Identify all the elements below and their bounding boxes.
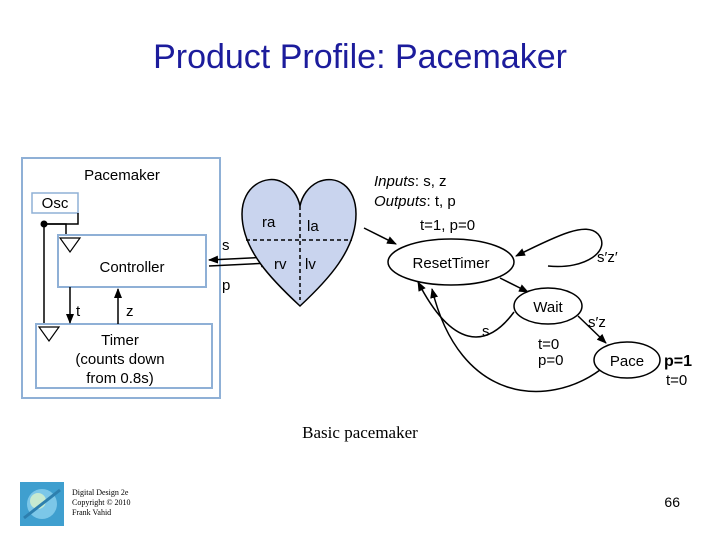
reset-self-loop-label: s′z′	[597, 249, 618, 266]
heart-lv-label: lv	[305, 256, 316, 273]
fsm-initial-actions: t=1, p=0	[420, 217, 475, 234]
book-logo-icon	[20, 482, 64, 526]
wait-to-pace-label: s′z	[588, 314, 606, 331]
controller-clock-triangle	[58, 237, 82, 254]
timer-label-line2: (counts down	[75, 351, 164, 368]
timer-clock-triangle	[37, 326, 61, 343]
p-signal-label: p	[222, 277, 230, 294]
z-signal-label: z	[126, 303, 134, 320]
osc-label: Osc	[42, 195, 69, 212]
wait-action-p: p=0	[538, 352, 563, 369]
state-reset-timer-label: ResetTimer	[413, 255, 490, 272]
heart-la-label: la	[307, 218, 319, 235]
state-pace-label: Pace	[610, 353, 644, 370]
wait-to-pace-arrow	[577, 315, 607, 344]
controller-clock-line	[44, 223, 67, 235]
t-signal-label: t	[76, 303, 81, 320]
fsm-initial-arrow	[363, 227, 397, 245]
controller-box	[57, 234, 207, 288]
state-wait	[513, 287, 583, 325]
pacemaker-block-label: Pacemaker	[84, 167, 160, 184]
reset-to-wait-arrow	[499, 277, 529, 293]
wait-to-reset-label: s	[482, 323, 490, 340]
pace-to-reset-arrow	[430, 288, 601, 393]
footer-line-2: Copyright © 2010	[72, 498, 131, 507]
heart-rv-label: rv	[274, 256, 287, 273]
timer-label-line3: from 0.8s)	[86, 370, 154, 387]
state-reset-timer	[387, 238, 515, 286]
footer-line-1: Digital Design 2e	[72, 488, 129, 497]
fsm-inputs: Inputs: s, z	[374, 173, 447, 190]
footer-line-3: Frank Vahid	[72, 508, 112, 517]
pace-action-t: t=0	[666, 372, 687, 389]
state-pace	[593, 341, 661, 379]
pace-action-p: p=1	[664, 353, 692, 370]
page-number: 66	[664, 494, 680, 510]
heart-ra-label: ra	[262, 214, 276, 231]
s-signal-label: s	[222, 237, 230, 254]
wait-to-reset-arrow	[417, 281, 515, 338]
slide-title: Product Profile: Pacemaker	[153, 38, 567, 76]
heart-shape	[241, 178, 357, 308]
figure-caption: Basic pacemaker	[302, 423, 418, 442]
fsm-outputs: Outputs: t, p	[374, 193, 456, 210]
controller-label: Controller	[99, 259, 164, 276]
wait-action-t: t=0	[538, 336, 559, 353]
state-wait-label: Wait	[533, 299, 563, 316]
timer-label-line1: Timer	[101, 332, 139, 349]
reset-self-loop-arrow	[515, 228, 603, 268]
osc-box	[31, 192, 79, 214]
timer-box	[35, 323, 213, 389]
footer-credit: Digital Design 2e Copyright © 2010 Frank…	[72, 488, 131, 518]
